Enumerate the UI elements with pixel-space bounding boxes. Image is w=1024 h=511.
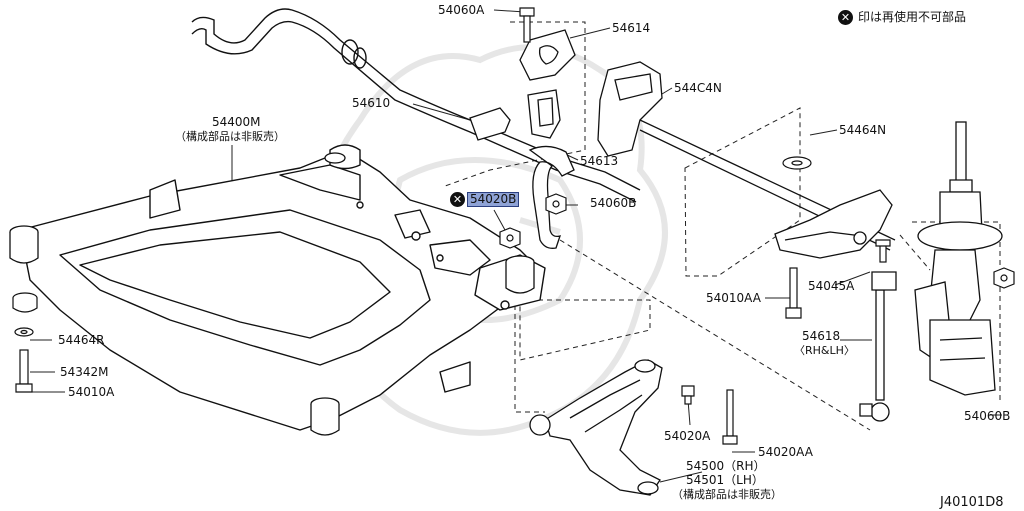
label-54010a: 54010A <box>68 385 115 399</box>
label-54500: 54500（RH） <box>686 459 766 473</box>
label-54610: 54610 <box>352 96 391 110</box>
strut-assembly <box>914 121 1003 396</box>
label-54400m: 54400M <box>212 115 261 129</box>
label-54400m-note: （構成部品は非販売） <box>175 130 285 143</box>
label-54020a: 54020A <box>664 429 711 443</box>
label-54501: 54501（LH） <box>686 473 764 487</box>
lower-control-arm <box>529 359 663 496</box>
label-54342m: 54342M <box>60 365 109 379</box>
stabilizer-bracket <box>519 29 576 139</box>
washer-54464n <box>782 156 812 170</box>
subframe-bushings <box>9 152 535 436</box>
diagram-code: J40101D8 <box>940 495 1004 510</box>
label-544c4n: 544C4N <box>674 81 722 95</box>
label-54020aa: 54020AA <box>758 445 813 459</box>
label-54060a: 54060A <box>438 3 485 17</box>
stabilizer-bar <box>191 8 641 203</box>
label-54060b: 54060B <box>590 196 637 210</box>
label-54613: 54613 <box>580 154 619 168</box>
label-54060b-right: 54060B <box>964 409 1011 423</box>
bolt-54045a <box>875 239 891 263</box>
label-54020b[interactable]: 54020B <box>467 192 520 207</box>
label-54045a: 54045A <box>808 279 855 293</box>
nut-54060b <box>545 193 567 215</box>
sub-bar-assembly <box>597 61 896 259</box>
label-54501-note: （構成部品は非販売） <box>672 488 782 501</box>
left-hardware <box>12 292 38 393</box>
label-54618-note: 〈RH&LH〉 <box>794 344 855 357</box>
nut-54020b <box>499 227 521 249</box>
nut-54060b-right <box>993 267 1015 289</box>
label-54614: 54614 <box>612 21 651 35</box>
label-54618: 54618 <box>802 329 841 343</box>
bolt-54020aa <box>722 389 738 445</box>
dashed-guides <box>444 21 1001 431</box>
bolt-54020a <box>681 385 695 405</box>
non-reusable-mark-icon: ✕ <box>838 10 853 25</box>
label-54464r: 54464R <box>58 333 105 347</box>
bolt-54010aa <box>785 267 802 319</box>
front-subframe <box>19 144 546 431</box>
legend-text: 印は再使用不可部品 <box>858 10 967 24</box>
stabilizer-clamp <box>469 107 575 249</box>
bolt-54060a <box>519 7 535 43</box>
non-reusable-mark-icon: ✕ <box>450 192 465 207</box>
stabilizer-link <box>859 271 897 422</box>
label-54010aa: 54010AA <box>706 291 761 305</box>
label-54464n: 54464N <box>839 123 887 137</box>
